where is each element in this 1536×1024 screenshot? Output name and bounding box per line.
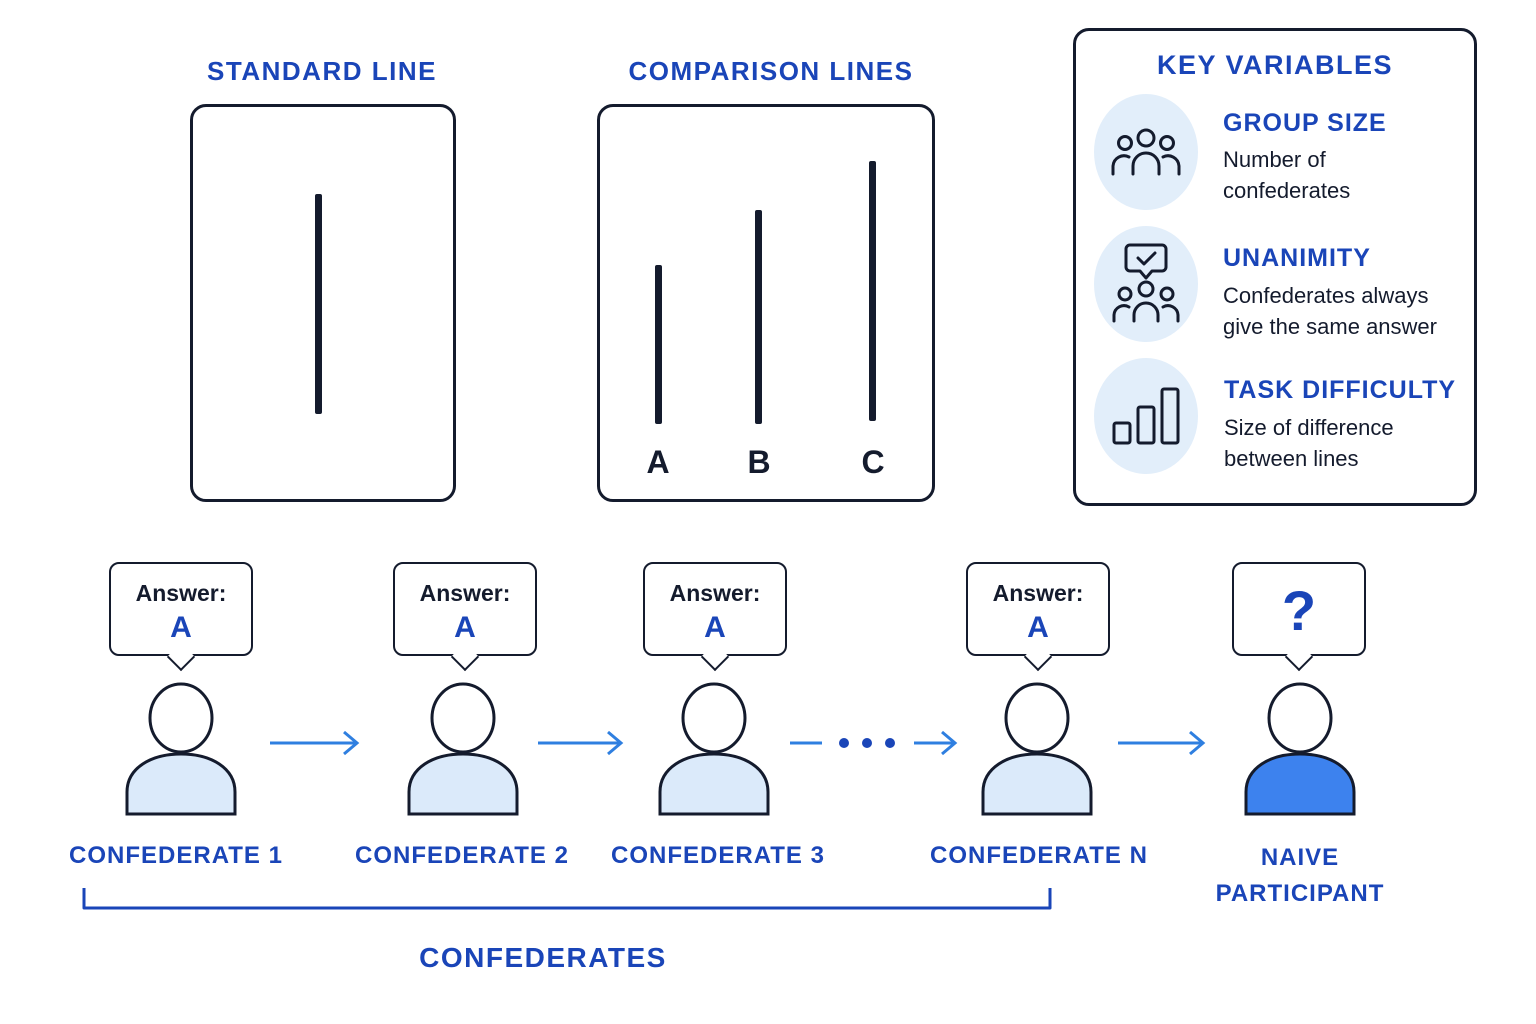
comparison-lines-title: COMPARISON LINES bbox=[628, 56, 914, 86]
person-label: CONFEDERATE 3 bbox=[611, 842, 825, 869]
confederates-bracket bbox=[82, 888, 1052, 910]
person-icon bbox=[658, 682, 770, 816]
bubble-answer: A bbox=[170, 611, 192, 644]
comparison-label-a: A bbox=[646, 444, 670, 480]
comparison-label-b: B bbox=[747, 444, 771, 480]
kv-task-difficulty-desc-line: between lines bbox=[1224, 446, 1359, 471]
arrow-icon bbox=[270, 730, 360, 756]
person-icon bbox=[407, 682, 519, 816]
naive-label-line: NAIVE bbox=[1260, 844, 1340, 871]
standard-line-title: STANDARD LINE bbox=[207, 56, 437, 86]
kv-task-difficulty-desc-line: Size of difference bbox=[1224, 415, 1394, 440]
question-mark: ? bbox=[1281, 579, 1317, 642]
kv-task-difficulty-title: TASK DIFFICULTY bbox=[1224, 376, 1457, 404]
bubble-answer: A bbox=[454, 611, 476, 644]
bar-chart-icon bbox=[1094, 358, 1198, 474]
comparison-label-c: C bbox=[861, 444, 885, 480]
question-bubble: ? bbox=[1232, 562, 1366, 672]
naive-label-line: PARTICIPANT bbox=[1215, 880, 1385, 907]
bubble-answer: A bbox=[1027, 611, 1049, 644]
comparison-line-c bbox=[869, 161, 876, 421]
standard-line-card bbox=[190, 104, 456, 502]
person-label: CONFEDERATE 2 bbox=[355, 842, 569, 869]
comparison-line-b bbox=[755, 210, 762, 424]
arrow-icon bbox=[1118, 730, 1206, 756]
arrow-icon bbox=[538, 730, 624, 756]
speech-bubble: Answer: A bbox=[643, 562, 787, 672]
person-icon bbox=[125, 682, 237, 816]
kv-unanimity-desc-line: give the same answer bbox=[1223, 314, 1437, 339]
standard-line bbox=[315, 194, 322, 414]
bubble-answer: A bbox=[704, 611, 726, 644]
kv-group-size-desc-line: Number of bbox=[1223, 147, 1326, 172]
bubble-label: Answer: bbox=[992, 580, 1084, 606]
bubble-label: Answer: bbox=[419, 580, 511, 606]
speech-bubble: Answer: A bbox=[109, 562, 253, 672]
kv-group-size-desc: Number of confederates bbox=[1223, 144, 1453, 206]
kv-group-size-title: GROUP SIZE bbox=[1223, 109, 1387, 137]
bubble-label: Answer: bbox=[669, 580, 761, 606]
kv-unanimity-desc: Confederates always give the same answer bbox=[1223, 280, 1463, 342]
agreement-icon bbox=[1094, 226, 1198, 342]
speech-bubble: Answer: A bbox=[966, 562, 1110, 672]
person-label: CONFEDERATE N bbox=[930, 842, 1148, 869]
person-icon bbox=[981, 682, 1093, 816]
ellipsis-arrow-icon bbox=[790, 730, 958, 756]
key-variables-title: KEY VARIABLES bbox=[1156, 50, 1394, 80]
naive-person-icon bbox=[1244, 682, 1356, 816]
kv-task-difficulty-desc: Size of difference between lines bbox=[1224, 412, 1454, 474]
kv-unanimity-title: UNANIMITY bbox=[1223, 244, 1371, 272]
bubble-label: Answer: bbox=[135, 580, 227, 606]
speech-bubble: Answer: A bbox=[393, 562, 537, 672]
kv-unanimity-desc-line: Confederates always bbox=[1223, 283, 1429, 308]
naive-participant-label: NAIVE PARTICIPANT bbox=[1180, 840, 1420, 912]
confederates-group-label: CONFEDERATES bbox=[419, 942, 667, 973]
comparison-lines-card bbox=[597, 104, 935, 502]
person-label: CONFEDERATE 1 bbox=[69, 842, 283, 869]
group-icon bbox=[1094, 94, 1198, 210]
comparison-line-a bbox=[655, 265, 662, 424]
kv-group-size-desc-line: confederates bbox=[1223, 178, 1351, 203]
